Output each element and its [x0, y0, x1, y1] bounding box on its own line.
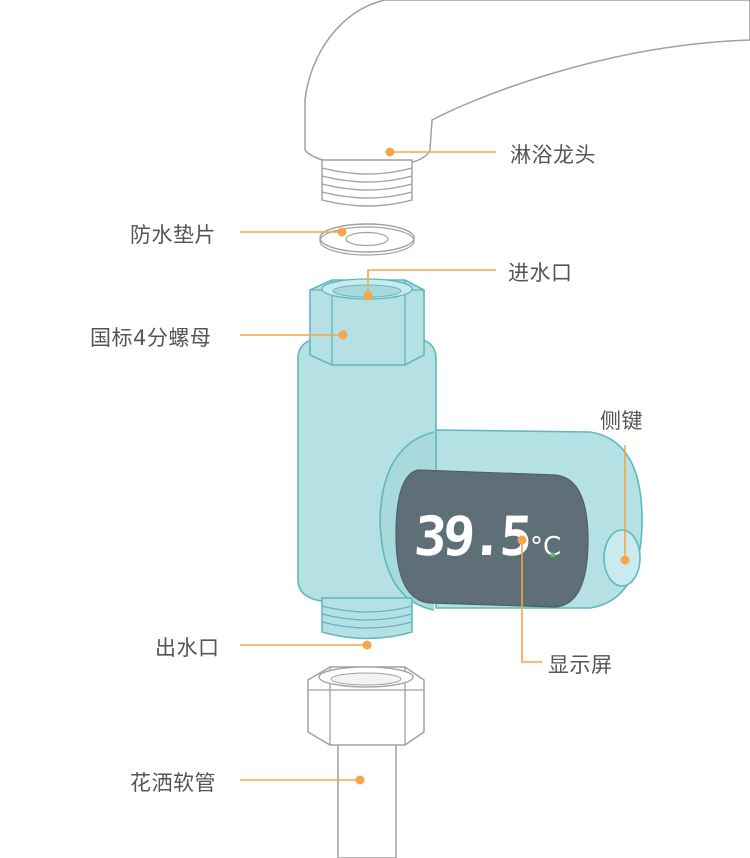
callout-shower-faucet [385, 147, 496, 157]
display-unit: °C [530, 532, 561, 562]
display-temperature: 39.5 [412, 505, 531, 568]
label-nut: 国标4分螺母 [90, 326, 212, 350]
callout-lines [240, 147, 630, 785]
callout-washer [240, 227, 347, 237]
label-hose: 花洒软管 [130, 771, 216, 795]
label-washer: 防水垫片 [130, 223, 216, 247]
status-indicator [550, 552, 556, 558]
display-screen: 39.5 °C [395, 469, 589, 608]
callout-display [517, 535, 542, 663]
shower-hose [307, 666, 425, 858]
callout-water-outlet [240, 640, 372, 650]
callout-nut [240, 330, 348, 340]
label-shower-faucet: 淋浴龙头 [510, 143, 596, 167]
label-display: 显示屏 [548, 653, 613, 677]
callout-side-button [620, 445, 630, 565]
label-side-button: 侧键 [600, 409, 643, 433]
outlet-thread [321, 597, 413, 640]
hex-nut [309, 278, 425, 366]
callout-water-inlet [363, 269, 496, 301]
callout-hose [240, 775, 365, 785]
shower-faucet [304, 0, 750, 207]
washer [319, 223, 415, 256]
label-water-inlet: 进水口 [508, 261, 573, 285]
faucet-thread [321, 159, 413, 207]
thermometer-device: 39.5 °C [297, 278, 643, 640]
label-water-outlet: 出水口 [155, 636, 220, 660]
